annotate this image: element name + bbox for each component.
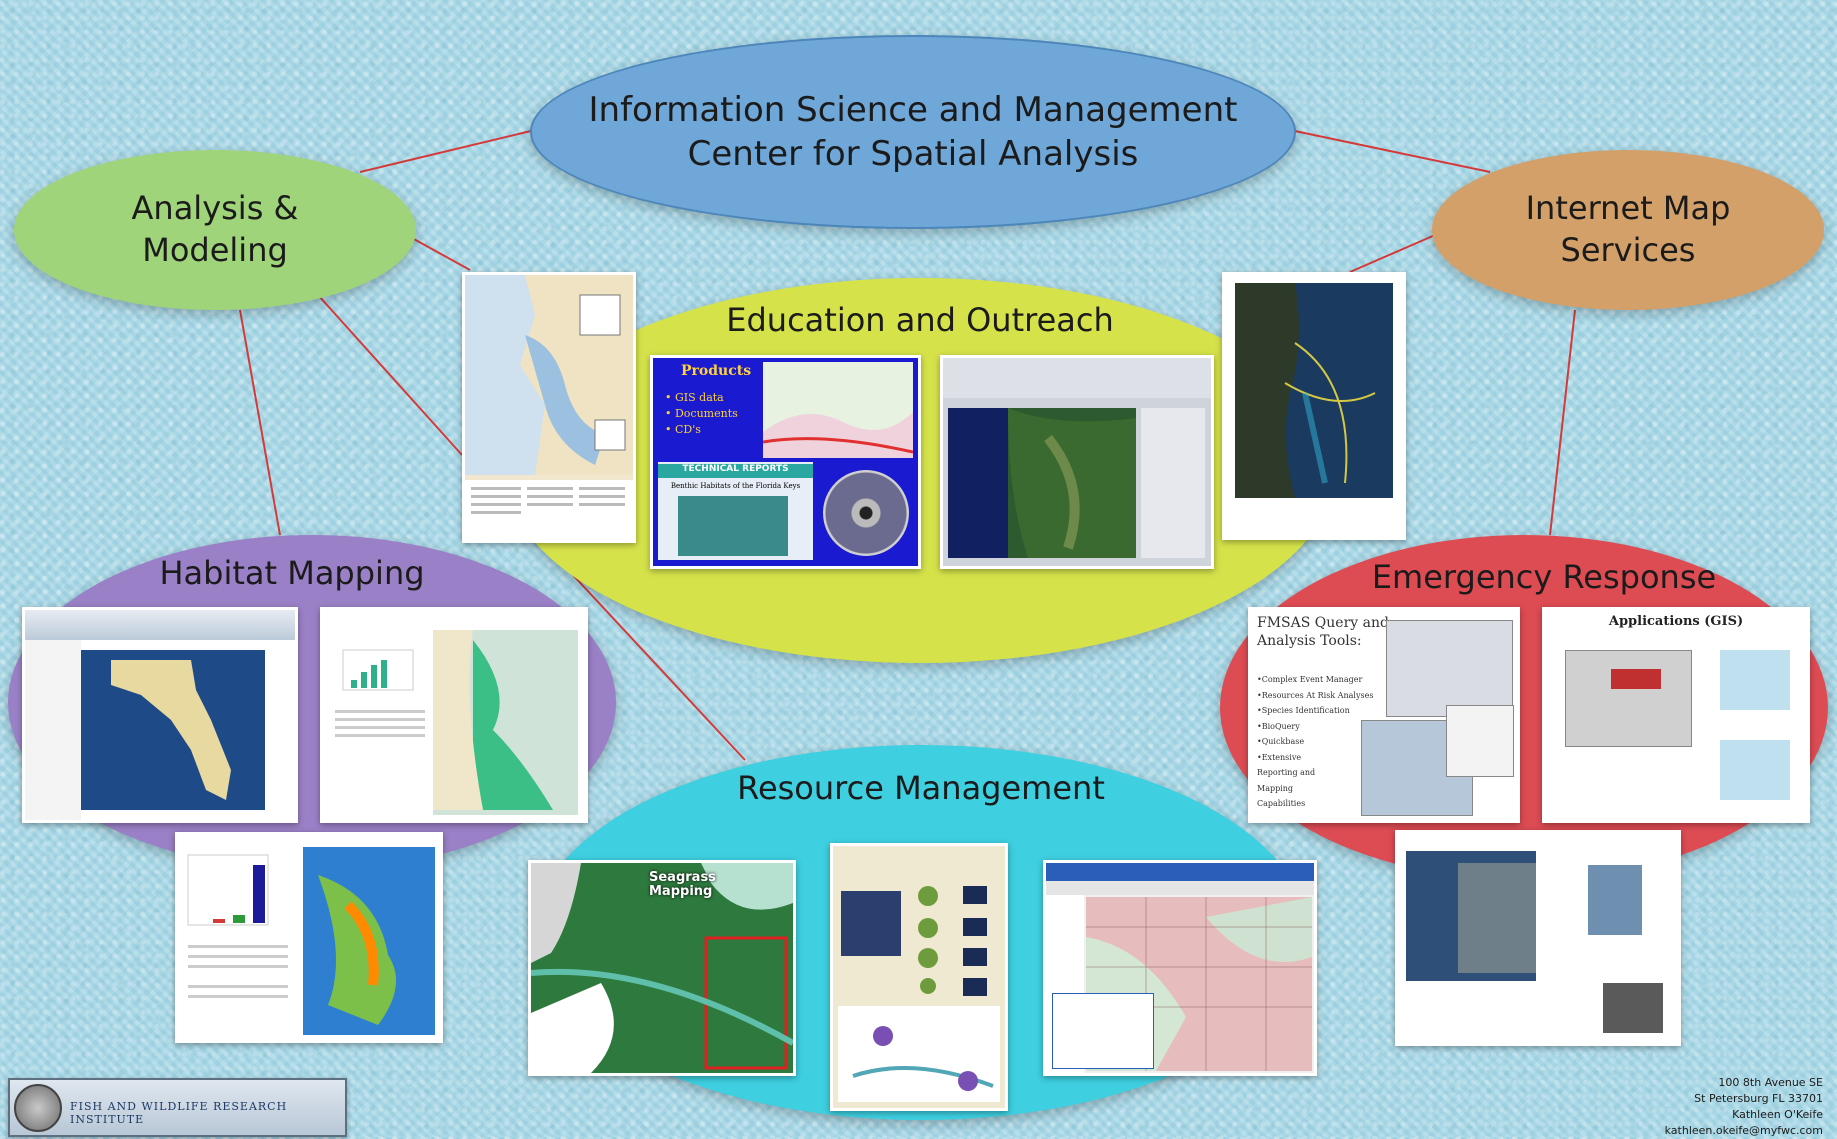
connector (317, 294, 463, 456)
fmsas-item: •Extensive (1257, 752, 1302, 762)
node-education-label: Education and Outreach (726, 301, 1114, 339)
connector (1289, 129, 1491, 173)
applications-gis-screenshot: Applications (GIS) (1542, 607, 1810, 823)
fmsas-item: Mapping (1257, 783, 1294, 793)
connector (1349, 234, 1436, 273)
google-earth-quick-maps-screenshot (1395, 830, 1681, 1046)
fmsas-item: Capabilities (1257, 799, 1306, 808)
node-education: Education and Outreach (505, 278, 1335, 663)
gis-viewer-screenshot (1043, 860, 1317, 1076)
products-title: Products (681, 363, 752, 379)
keys-map-image (762, 362, 914, 458)
fmsas-item: •Resources At Risk Analyses (1257, 690, 1374, 700)
address-line: 100 8th Avenue SE (1718, 1076, 1823, 1089)
products-bullet: • Documents (665, 407, 738, 420)
fmsas-title-line1: FMSAS Query and (1257, 615, 1389, 631)
logo-text: FISH AND WILDLIFE RESEARCH INSTITUTE (70, 1100, 288, 1126)
fwri-florida-map-screenshot (22, 607, 298, 823)
node-analysis-line1: Analysis & (131, 189, 299, 228)
node-internet-line1: Internet Map (1525, 189, 1731, 228)
node-analysis: Analysis & Modeling (14, 150, 416, 310)
connector (411, 237, 471, 271)
node-resource-label: Resource Management (737, 769, 1105, 807)
tech-reports-banner: TECHNICAL REPORTS Benthic Habitats of th… (658, 462, 813, 560)
fwri-logo: FISH AND WILDLIFE RESEARCH INSTITUTE (8, 1078, 347, 1137)
tech-reports-subtitle: Benthic Habitats of the Florida Keys (670, 482, 801, 490)
fmsas-item: •Species Identification (1257, 706, 1350, 715)
address-email: kathleen.okeife@myfwc.com (1664, 1124, 1823, 1137)
fmsas-title: FMSAS Query and Analysis Tools: (1257, 614, 1389, 650)
node-emergency-label: Emergency Response (1371, 558, 1717, 596)
fmsas-item: •BioQuery (1257, 721, 1300, 731)
cd-image (823, 470, 909, 556)
tampa-bay-map-image (462, 272, 636, 543)
products-bullet: • CD's (665, 423, 701, 436)
morphotypes-screenshot (830, 843, 1008, 1111)
tampa-bay-seagrass-chart-screenshot (175, 832, 443, 1043)
node-info-science-line2: Center for Spatial Analysis (687, 134, 1139, 174)
connector (1549, 309, 1576, 536)
contact-address: 100 8th Avenue SE St Petersburg FL 33701… (1665, 1075, 1823, 1139)
node-habitat-label: Habitat Mapping (159, 554, 425, 592)
map-graphic (465, 275, 633, 540)
node-analysis-line2: Modeling (142, 231, 288, 269)
big-cypress-db-screenshot (940, 355, 1214, 569)
address-line: Kathleen O'Keife (1732, 1108, 1823, 1121)
node-info-science: Information Science and Management Cente… (530, 35, 1296, 229)
connector (544, 544, 746, 761)
products-panel: Products • GIS data • Documents • CD's T… (650, 355, 921, 569)
products-bullets: • GIS data • Documents • CD's (665, 390, 738, 438)
fmsas-item: •Quickbase (1257, 737, 1305, 746)
node-internet-line2: Services (1560, 231, 1696, 269)
address-line: St Petersburg FL 33701 (1694, 1092, 1823, 1105)
seagrass-mapping-label: Seagrass Mapping (649, 870, 716, 899)
products-bullet: • GIS data (665, 391, 724, 404)
internet-map-screenshot (1222, 272, 1406, 540)
connector (359, 129, 536, 173)
fmsas-items: •Complex Event Manager •Resources At Ris… (1257, 672, 1373, 812)
seagrass-report-screenshot (320, 607, 588, 823)
fwc-seal-icon (14, 1084, 62, 1132)
node-internet: Internet Map Services (1432, 150, 1824, 310)
applications-title: Applications (GIS) (1608, 614, 1744, 629)
tech-reports-label: TECHNICAL REPORTS (658, 464, 813, 478)
node-info-science-line1: Information Science and Management (588, 89, 1238, 130)
fmsas-title-line2: Analysis Tools: (1257, 633, 1362, 649)
connector (239, 309, 281, 536)
fmsas-item: Reporting and (1257, 768, 1316, 777)
fmsas-tools-screenshot: FMSAS Query and Analysis Tools: •Complex… (1248, 607, 1520, 823)
fmsas-item: •Complex Event Manager (1257, 675, 1363, 684)
seagrass-mapping-screenshot: Seagrass Mapping (528, 860, 796, 1076)
